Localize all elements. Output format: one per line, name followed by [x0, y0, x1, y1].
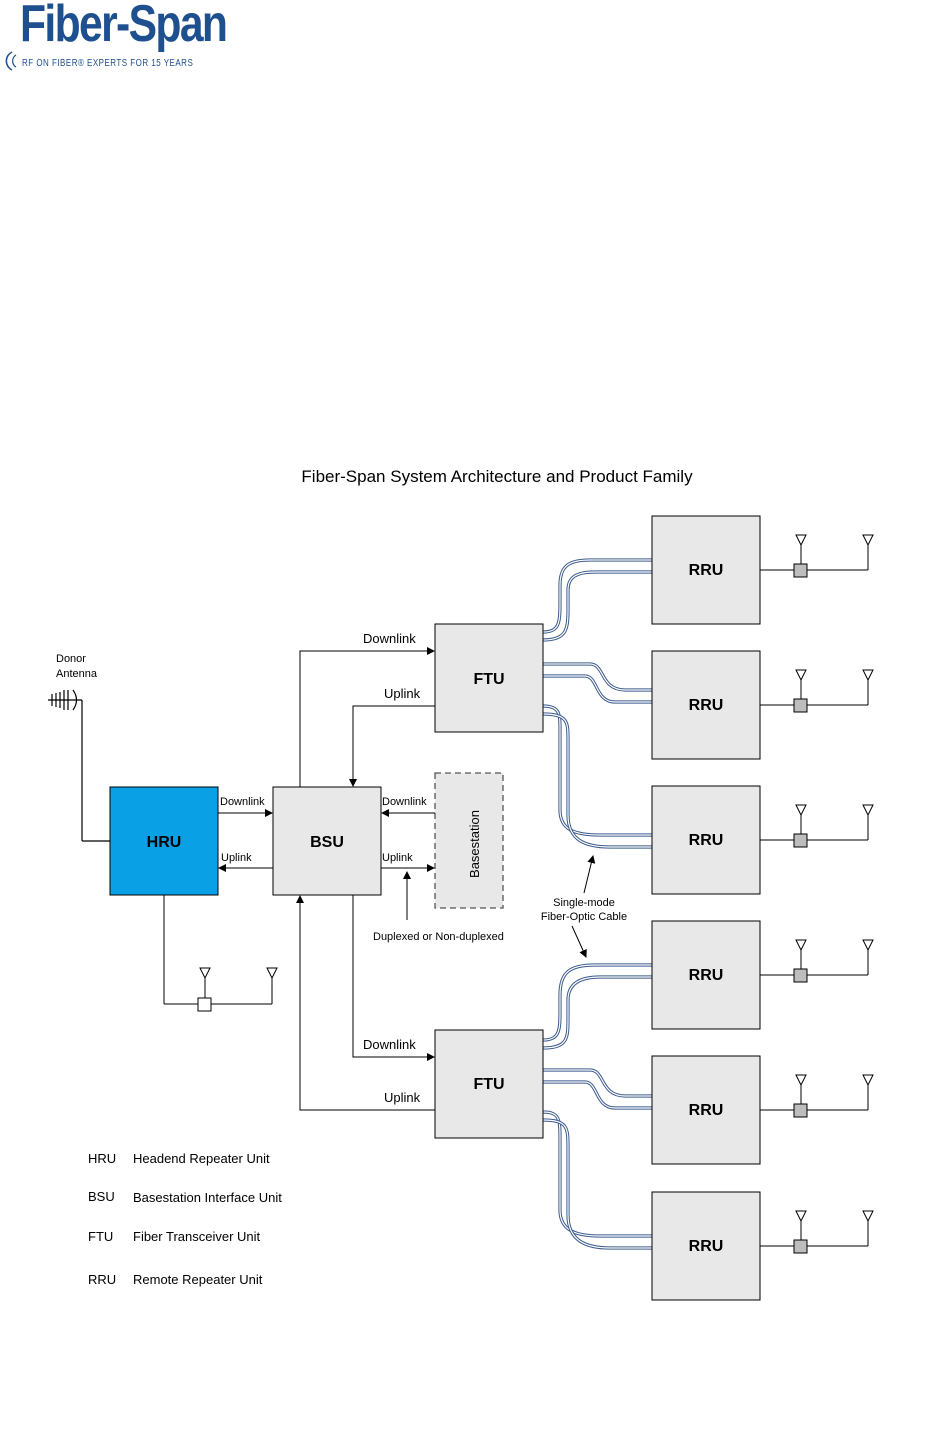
rru-box [651, 1055, 761, 1165]
rru-unit: RRU [651, 515, 874, 625]
hru-label: HRU [147, 834, 182, 851]
rru-label: RRU [689, 1238, 724, 1255]
bs-downlink-label: Downlink [382, 796, 427, 808]
rru-box [651, 785, 761, 895]
basestation-label: Basestation [467, 810, 482, 878]
legend-desc: Headend Repeater Unit [133, 1151, 270, 1166]
duplex-note: Duplexed or Non-duplexed [373, 931, 504, 943]
donor-antenna-icon [48, 689, 110, 842]
ftu-top-box [434, 623, 544, 733]
rru-unit: RRU [651, 650, 874, 760]
legend: HRU Headend Repeater Unit BSU Basestatio… [88, 1151, 282, 1287]
legend-abbr: FTU [88, 1229, 113, 1244]
diagram-title: Fiber-Span System Architecture and Produ… [301, 467, 693, 486]
cable-note-arrow-down [571, 925, 587, 958]
hru-antenna-group [163, 895, 278, 1012]
rru-label: RRU [689, 832, 724, 849]
fiber-span-logo: Fiber-Span RF ON FIBER® EXPERTS FOR 15 Y… [0, 0, 230, 80]
rru-box [651, 515, 761, 625]
ftu-bottom-uplink-label: Uplink [384, 1090, 421, 1105]
legend-desc: Remote Repeater Unit [133, 1272, 263, 1287]
bsu-label: BSU [310, 834, 344, 851]
ftu-bottom-box [434, 1029, 544, 1139]
rru-antenna-icon [760, 534, 874, 578]
bsu-ftu-bottom-downlink-arrow [352, 895, 435, 1061]
cable-note-line-1: Single-mode [553, 897, 615, 909]
rru-label: RRU [689, 697, 724, 714]
rru-antenna-icon [760, 1210, 874, 1254]
legend-abbr: HRU [88, 1151, 116, 1166]
bs-uplink-label: Uplink [382, 852, 413, 864]
rru-antenna-icon [760, 939, 874, 983]
rru-box [651, 650, 761, 760]
hru-box [109, 786, 219, 896]
donor-antenna-label: Donor [56, 653, 86, 665]
rru-unit: RRU [651, 785, 874, 895]
ftu-top-uplink-label: Uplink [384, 686, 421, 701]
logo-wordmark: Fiber-Span [20, 0, 228, 53]
bsu-box [272, 786, 382, 896]
cable-note-line-2: Fiber-Optic Cable [541, 911, 627, 923]
rru-unit: RRU [651, 1055, 874, 1165]
ftu-bottom-bsu-uplink-arrow [296, 895, 435, 1111]
ftu-bottom-downlink-label: Downlink [363, 1037, 416, 1052]
rru-antenna-icon [760, 1074, 874, 1118]
legend-desc: Fiber Transceiver Unit [133, 1229, 261, 1244]
rru-label: RRU [689, 562, 724, 579]
rru-antenna-icon [760, 804, 874, 848]
rru-box [651, 1191, 761, 1301]
bsu-ftu-top-downlink-arrow [299, 647, 435, 787]
rru-label: RRU [689, 1102, 724, 1119]
rru-box [651, 920, 761, 1030]
hru-uplink-label: Uplink [221, 852, 252, 864]
legend-abbr: BSU [88, 1189, 115, 1204]
logo-wave-icon [5, 51, 17, 71]
legend-desc: Basestation Interface Unit [133, 1190, 282, 1205]
hru-downlink-label: Downlink [220, 796, 265, 808]
ftu-top-bsu-uplink-arrow [349, 705, 435, 787]
rru-label: RRU [689, 967, 724, 984]
legend-abbr: RRU [88, 1272, 116, 1287]
rru-unit: RRU [651, 920, 874, 1030]
logo-tagline: RF ON FIBER® EXPERTS FOR 15 YEARS [22, 58, 194, 69]
rru-unit: RRU [651, 1191, 874, 1301]
basestation-box [434, 772, 504, 909]
ftu-bottom-label: FTU [473, 1076, 504, 1093]
ftu-top-downlink-label: Downlink [363, 631, 416, 646]
cable-note-arrow-up [583, 855, 596, 894]
donor-antenna-label-2: Antenna [56, 668, 98, 680]
ftu-top-label: FTU [473, 671, 504, 688]
rru-antenna-icon [760, 669, 874, 713]
fiber-cables [541, 558, 654, 1250]
